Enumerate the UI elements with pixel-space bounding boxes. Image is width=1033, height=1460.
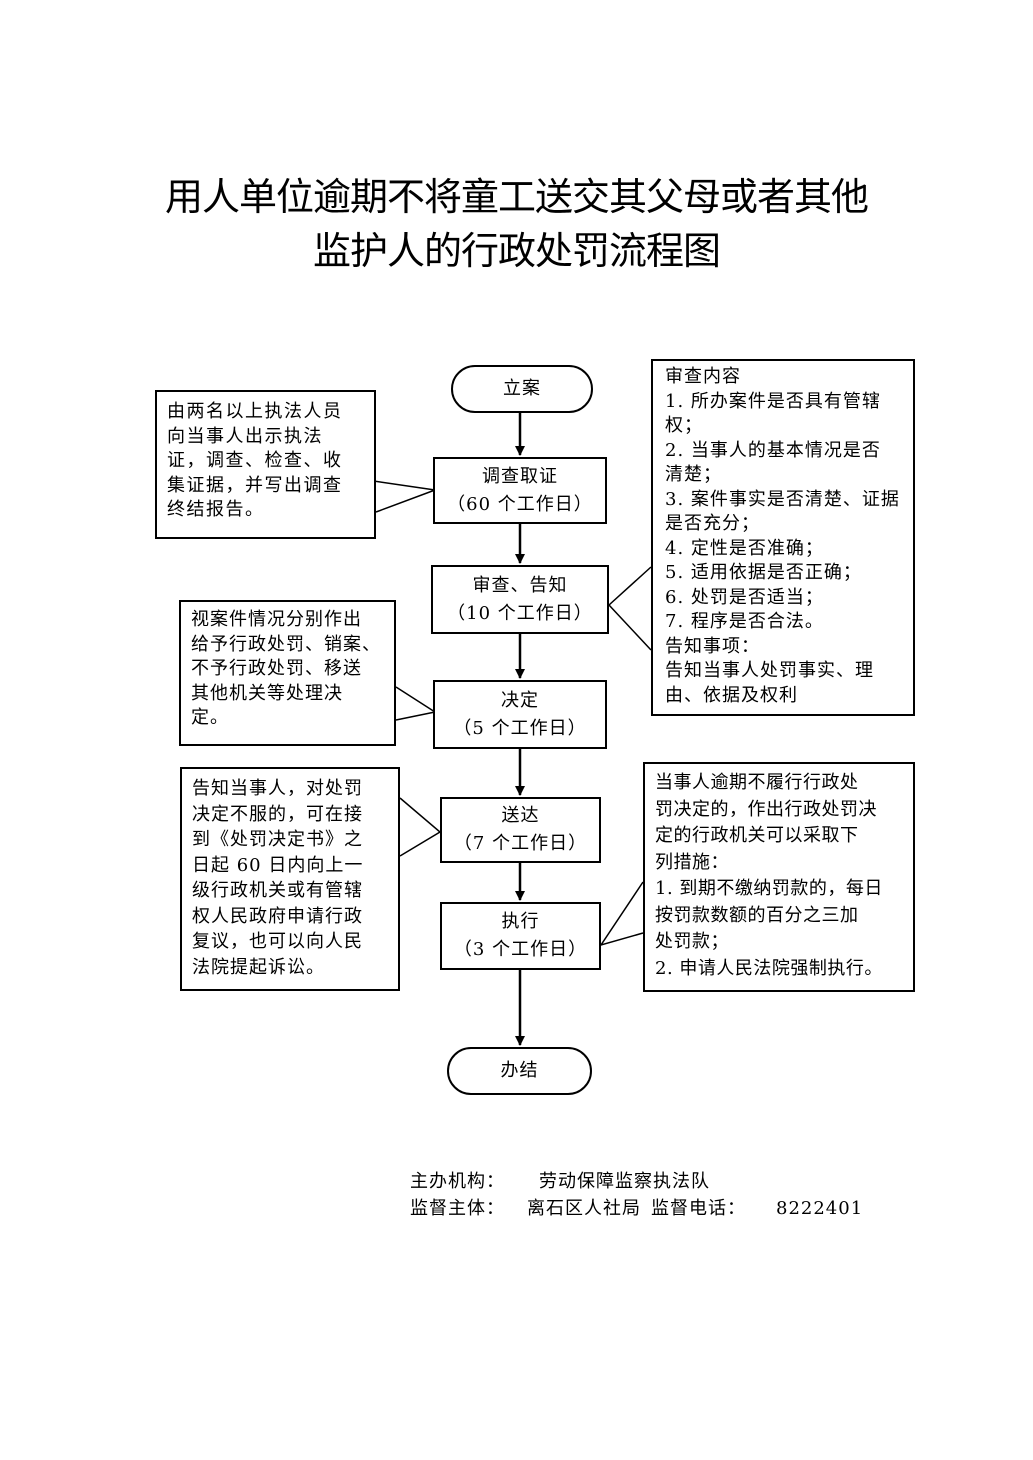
note-review-line: 6. 处罚是否适当； xyxy=(665,586,824,608)
note-investigation-line: 集证据，并写出调查 xyxy=(167,474,343,496)
note-review-line: 5. 适用依据是否正确； xyxy=(665,562,862,583)
note-delivery-line: 日起 60 日内向上一 xyxy=(192,854,364,876)
note-delivery-line: 到《处罚决定书》之 xyxy=(192,829,363,850)
step-decision-days: （5 个工作日） xyxy=(453,717,587,739)
step-review: 审查、告知 （10 个工作日） xyxy=(431,565,609,634)
note-review-line: 告知事项： xyxy=(665,635,760,657)
note-decision-line: 给予行政处罚、销案、 xyxy=(191,633,381,655)
note-decision: 视案件情况分别作出 给予行政处罚、销案、 不予行政处罚、移送 其他机关等处理决 … xyxy=(179,600,396,746)
footer: 主办机构： 劳动保障监察执法队 监督主体： 离石区人社局监督电话： 8222401 xyxy=(410,1168,863,1222)
phone-label: 监督电话： xyxy=(651,1198,746,1219)
step-investigation-name: 调查取证 xyxy=(482,465,558,487)
callout-pointer-delivery xyxy=(399,797,442,857)
step-execution: 执行 （3 个工作日） xyxy=(440,902,601,970)
callout-pointer-decision xyxy=(395,686,437,721)
step-review-name: 审查、告知 xyxy=(472,574,568,596)
start-node: 立案 xyxy=(451,365,593,413)
footer-organizer-row: 主办机构： 劳动保障监察执法队 xyxy=(410,1168,863,1195)
note-investigation-line: 证，调查、检查、收 xyxy=(167,450,343,471)
note-decision-line: 视案件情况分别作出 xyxy=(191,609,362,630)
note-execution-line: 按罚款数额的百分之三加 xyxy=(655,904,859,926)
note-delivery-line: 级行政机关或有管辖 xyxy=(192,880,363,901)
step-execution-name: 执行 xyxy=(501,911,540,932)
note-execution-line: 列措施： xyxy=(655,851,729,873)
step-execution-days: （3 个工作日） xyxy=(453,939,588,960)
note-delivery-line: 告知当事人，对处罚 xyxy=(192,778,363,799)
phone-value: 8222401 xyxy=(776,1198,864,1219)
organizer-label: 主办机构： xyxy=(410,1171,505,1192)
note-decision-line: 定。 xyxy=(191,707,229,728)
step-decision-name: 决定 xyxy=(501,689,539,711)
step-decision: 决定 （5 个工作日） xyxy=(433,680,607,749)
note-review-line: 2. 当事人的基本情况是否 xyxy=(665,439,881,461)
footer-supervisor-row: 监督主体： 离石区人社局监督电话： 8222401 xyxy=(410,1195,863,1222)
step-review-days: （10 个工作日） xyxy=(447,602,593,624)
supervisor-label: 监督主体： xyxy=(410,1198,505,1219)
note-review-line: 1. 所办案件是否具有管辖 xyxy=(665,390,881,412)
end-node-label: 办结 xyxy=(500,1060,539,1081)
note-execution-line: 2. 申请人民法院强制执行。 xyxy=(655,957,883,979)
end-node: 办结 xyxy=(447,1047,592,1095)
note-execution-line: 罚决定的，作出行政处罚决 xyxy=(655,798,877,820)
note-decision-line: 其他机关等处理决 xyxy=(191,682,343,704)
note-review: 审查内容 1. 所办案件是否具有管辖 权； 2. 当事人的基本情况是否 清楚； … xyxy=(651,359,915,716)
start-node-label: 立案 xyxy=(503,378,541,399)
step-delivery-name: 送达 xyxy=(501,805,540,826)
note-investigation: 由两名以上执法人员 向当事人出示执法 证，调查、检查、收 集证据，并写出调查 终… xyxy=(155,390,376,539)
step-delivery: 送达 （7 个工作日） xyxy=(440,797,601,863)
note-review-line: 4. 定性是否准确； xyxy=(665,537,824,559)
note-execution-line: 1. 到期不缴纳罚款的，每日 xyxy=(655,878,883,899)
note-investigation-line: 向当事人出示执法 xyxy=(167,425,323,447)
note-review-line: 3. 案件事实是否清楚、证据 xyxy=(665,488,900,510)
note-execution: 当事人逾期不履行行政处 罚决定的，作出行政处罚决 定的行政机关可以采取下 列措施… xyxy=(643,762,915,992)
note-review-line: 权； xyxy=(665,415,703,436)
note-review-line: 是否充分； xyxy=(665,513,760,534)
callout-pointer-review xyxy=(607,566,652,651)
callout-pointer-execution xyxy=(599,881,644,947)
note-decision-line: 不予行政处罚、移送 xyxy=(191,658,362,679)
note-review-line: 由、依据及权利 xyxy=(665,684,798,706)
note-review-line: 7. 程序是否合法。 xyxy=(665,611,824,632)
organizer-value: 劳动保障监察执法队 xyxy=(539,1171,710,1192)
note-review-line: 审查内容 xyxy=(665,366,741,387)
note-execution-line: 当事人逾期不履行行政处 xyxy=(655,772,859,793)
step-investigation-days: （60 个工作日） xyxy=(447,493,593,515)
note-investigation-line: 由两名以上执法人员 xyxy=(167,401,343,422)
note-review-line: 告知当事人处罚事实、理 xyxy=(665,660,874,681)
supervisor-value: 离石区人社局 xyxy=(527,1198,641,1219)
page-title-line-2: 监护人的行政处罚流程图 xyxy=(312,229,721,273)
note-delivery: 告知当事人，对处罚 决定不服的，可在接 到《处罚决定书》之 日起 60 日内向上… xyxy=(180,767,400,991)
note-execution-line: 定的行政机关可以采取下 xyxy=(655,825,859,846)
note-delivery-line: 复议，也可以向人民 xyxy=(192,931,363,952)
page-title-line-1: 用人单位逾期不将童工送交其父母或者其他 xyxy=(164,175,869,219)
note-review-line: 清楚； xyxy=(665,464,722,485)
step-investigation: 调查取证 （60 个工作日） xyxy=(433,457,607,524)
note-delivery-line: 法院提起诉讼。 xyxy=(192,956,325,978)
note-delivery-line: 决定不服的，可在接 xyxy=(192,803,363,825)
note-investigation-line: 终结报告。 xyxy=(167,499,265,520)
note-delivery-line: 权人民政府申请行政 xyxy=(192,905,363,927)
step-delivery-days: （7 个工作日） xyxy=(453,833,588,854)
note-execution-line: 处罚款； xyxy=(655,931,729,952)
